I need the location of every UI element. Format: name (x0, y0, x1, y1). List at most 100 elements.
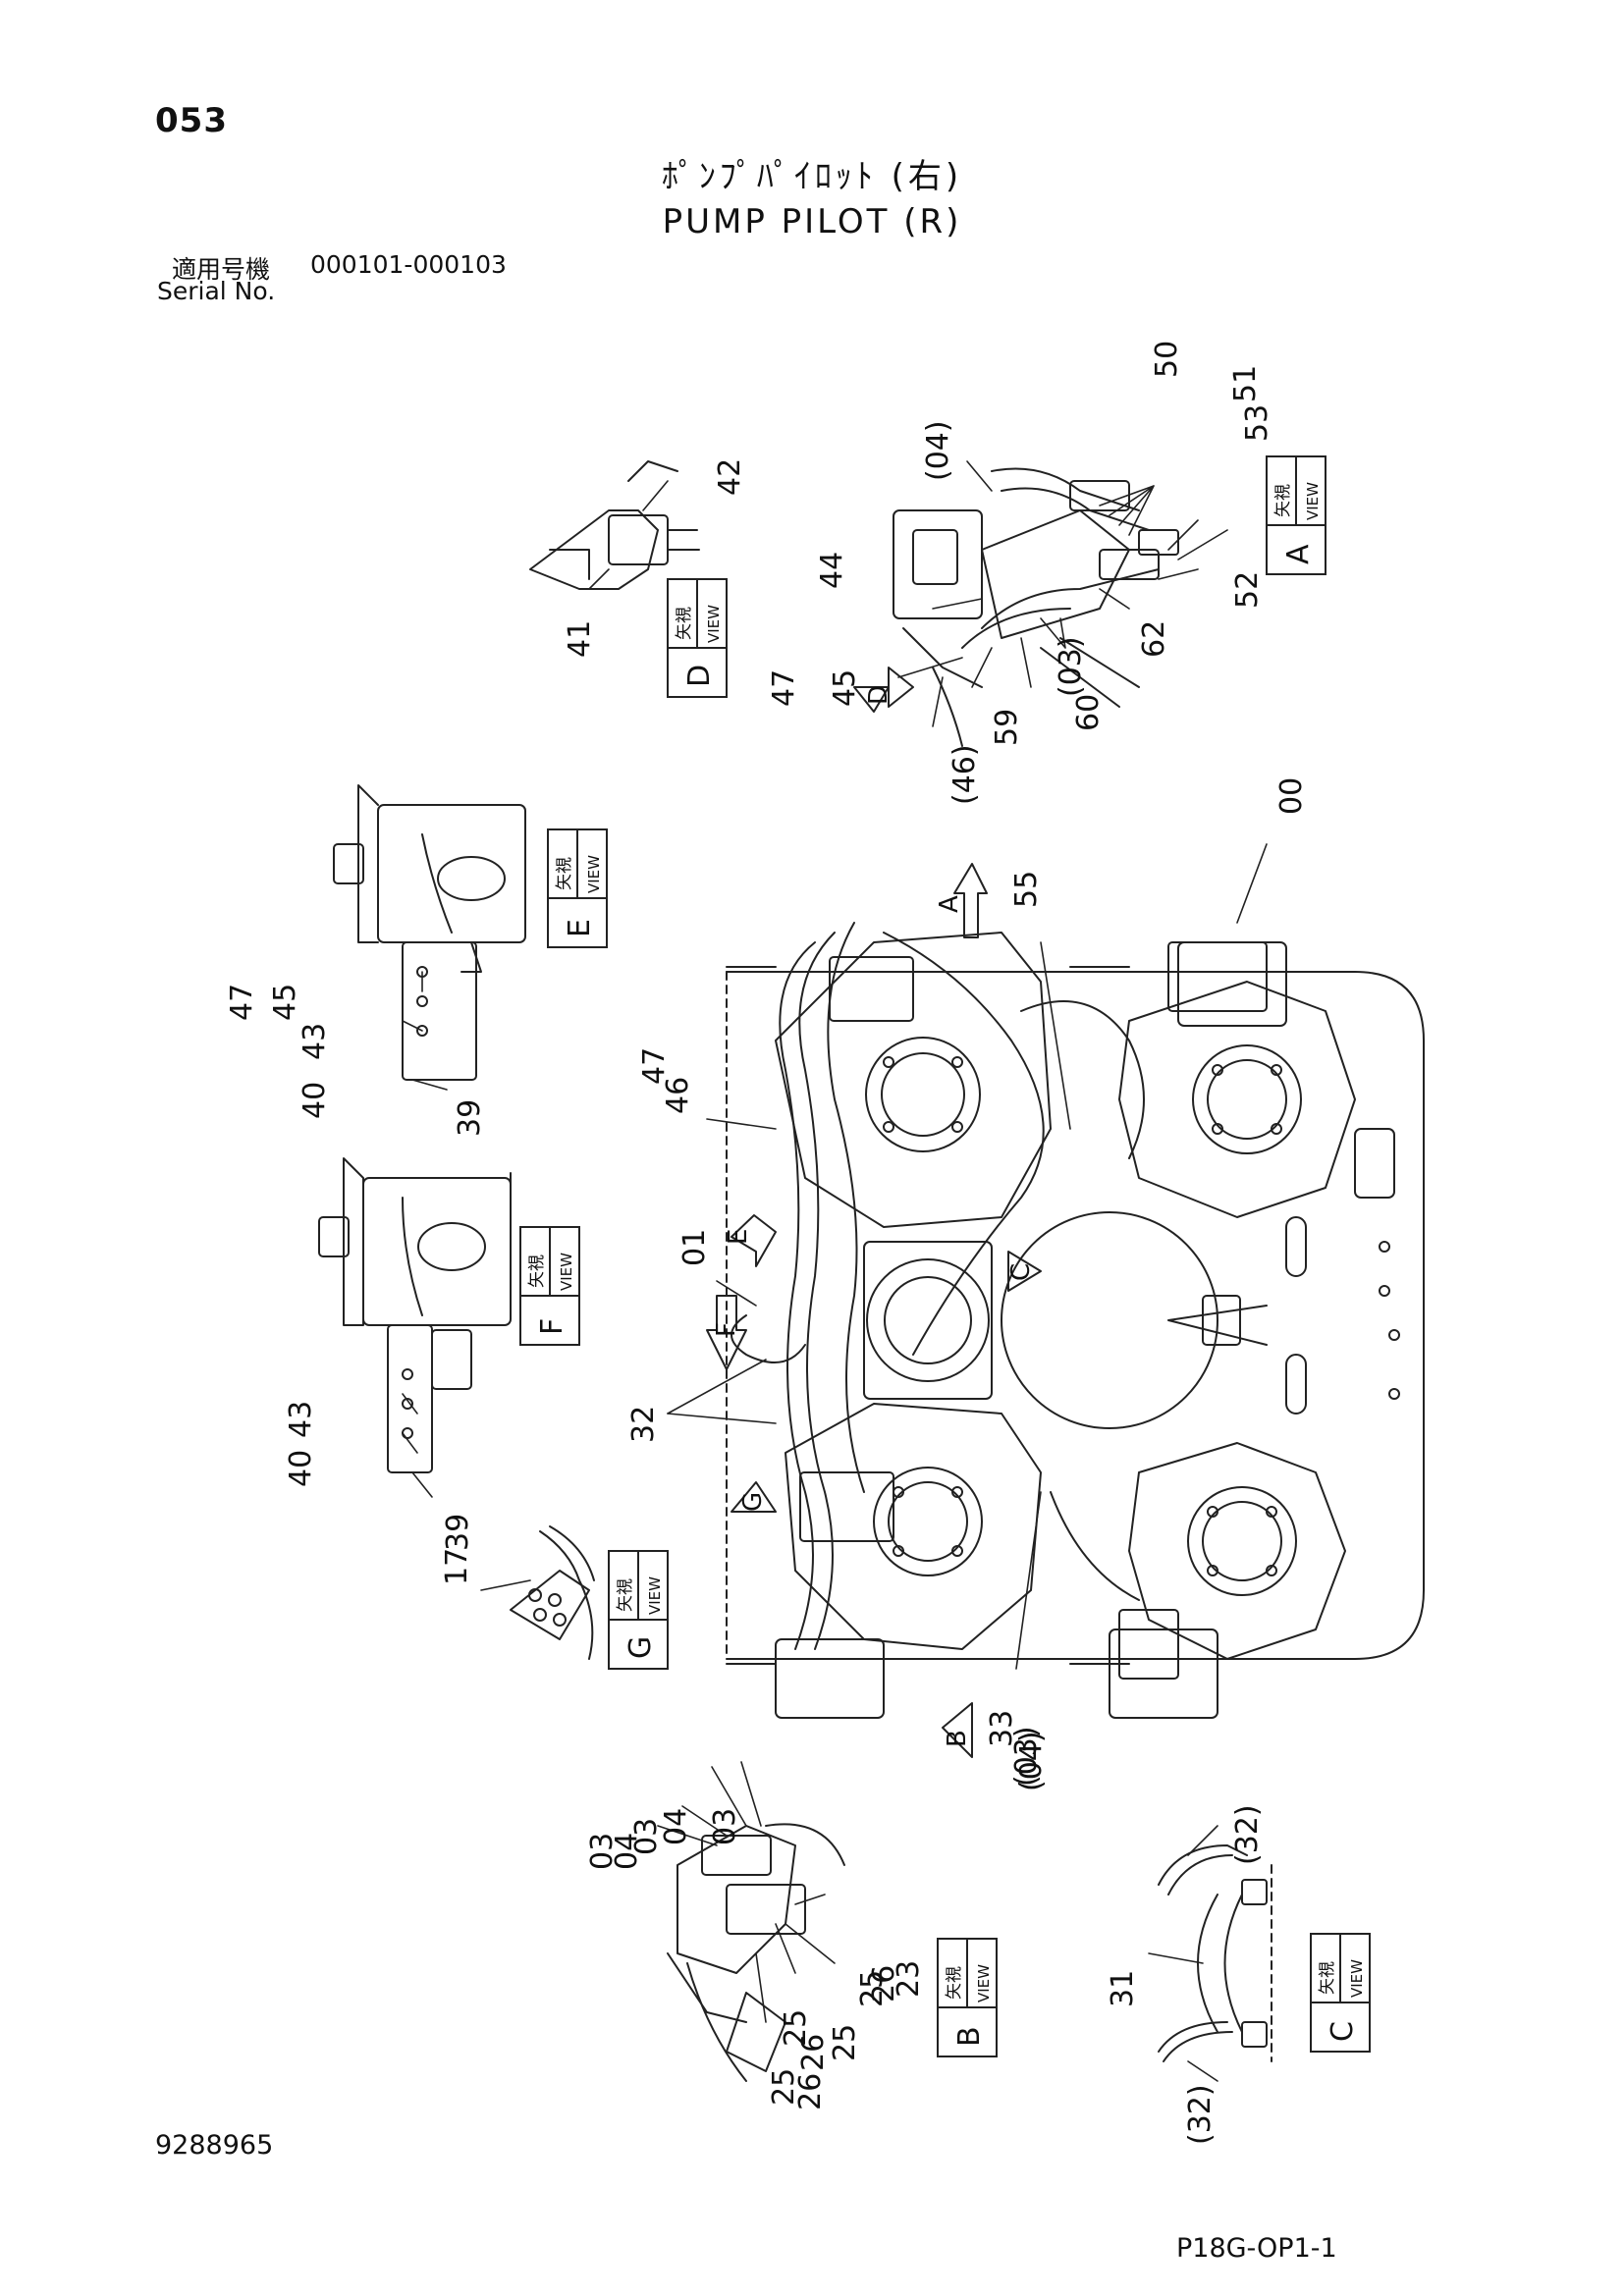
part-label: 44 (815, 552, 849, 589)
direction-arrow-a: A (935, 895, 964, 913)
serial-label-japanese: 適用号機 (172, 255, 271, 284)
part-label: (04) (1014, 1731, 1049, 1791)
view-e-label-box: 矢視 VIEW E (547, 828, 608, 948)
view-c-detail (1158, 1844, 1272, 2062)
part-label: 40 (298, 1082, 332, 1119)
part-label: 25 (779, 2009, 813, 2047)
view-b-label-jp: 矢視 (945, 1966, 964, 2000)
part-label: 39 (453, 1099, 487, 1137)
view-d-label-en: VIEW (705, 605, 723, 643)
part-label: (32) (1230, 1804, 1265, 1865)
page-title-japanese: ﾎﾟﾝﾌﾟﾊﾟｲﾛｯﾄ (右) (661, 157, 963, 196)
part-label: 47 (225, 984, 259, 1021)
direction-arrow-d: D (864, 685, 893, 705)
document-number: 9288965 (155, 2130, 274, 2161)
part-label: 47 (767, 669, 801, 707)
view-a-label-en: VIEW (1304, 482, 1322, 520)
view-d-label-jp: 矢視 (675, 607, 694, 640)
part-label: 45 (828, 669, 862, 707)
part-label: 45 (268, 984, 302, 1021)
part-label: 04 (610, 1833, 644, 1870)
view-e-label-en: VIEW (585, 855, 603, 893)
part-label: 52 (1230, 571, 1265, 609)
view-direction-arrows (706, 667, 1042, 1758)
part-label: 46 (661, 1077, 695, 1114)
view-e-detail (333, 784, 526, 1081)
part-label: 41 (563, 620, 597, 658)
view-f-label-box: 矢視 VIEW F (519, 1226, 580, 1346)
page-code: P18G-OP1-1 (1176, 2233, 1337, 2264)
part-label: 04 (659, 1808, 693, 1845)
view-b-label-box: 矢視 VIEW B (937, 1938, 998, 2057)
part-label: 60 (1071, 694, 1106, 731)
view-a-letter: A (1281, 544, 1316, 564)
direction-arrow-c: C (1006, 1263, 1036, 1281)
view-c-label-jp: 矢視 (1318, 1961, 1337, 1995)
part-label: 51 (1228, 365, 1263, 402)
part-label: 26 (867, 1965, 901, 2002)
part-label: 47 (637, 1047, 672, 1085)
view-c-letter: C (1326, 2021, 1360, 2042)
view-a-label-jp: 矢視 (1273, 484, 1293, 517)
view-c-label-box: 矢視 VIEW C (1310, 1933, 1371, 2053)
view-a-label-box: 矢視 VIEW A (1266, 455, 1326, 575)
part-label: 55 (1009, 871, 1044, 908)
part-label: 59 (990, 709, 1024, 746)
page-title: PUMP PILOT (R) (662, 202, 962, 241)
part-label: 62 (1137, 620, 1171, 658)
part-label: 25 (855, 1970, 890, 2007)
part-label: 50 (1150, 341, 1184, 378)
part-label: 39 (441, 1514, 475, 1551)
direction-arrow-e: E (724, 1229, 753, 1245)
main-pump-assembly (726, 922, 1425, 1719)
part-label: (32) (1183, 2084, 1218, 2145)
direction-arrow-g: G (738, 1492, 768, 1512)
part-label: (04) (921, 420, 955, 481)
view-f-detail (318, 1157, 512, 1473)
part-label: 00 (1274, 777, 1309, 815)
part-label: (46) (947, 744, 982, 805)
part-label: 17 (440, 1548, 474, 1585)
view-g-label-jp: 矢視 (616, 1578, 635, 1612)
view-g-label-en: VIEW (646, 1576, 664, 1615)
view-g-letter: G (623, 1636, 658, 1659)
view-f-letter: F (535, 1318, 569, 1335)
view-g-label-box: 矢視 VIEW G (608, 1550, 669, 1670)
view-g-detail (510, 1525, 595, 1660)
page-number: 053 (155, 101, 228, 140)
part-label: 42 (713, 458, 747, 496)
part-label: 33 (985, 1710, 1019, 1747)
part-label: 32 (626, 1406, 661, 1443)
part-label: 40 (284, 1450, 318, 1487)
part-label: 03 (585, 1833, 620, 1870)
part-label: 31 (1106, 1970, 1140, 2007)
serial-range: 000101-000103 (310, 250, 507, 279)
part-label: 03 (629, 1818, 664, 1855)
part-label: 26 (793, 2073, 828, 2110)
direction-arrow-f: F (712, 1322, 741, 1337)
part-label: (03) (1054, 636, 1088, 697)
view-e-label-jp: 矢視 (555, 857, 574, 890)
view-f-label-jp: 矢視 (527, 1255, 547, 1288)
view-e-letter: E (563, 919, 597, 937)
part-label: 25 (767, 2068, 801, 2106)
view-f-label-en: VIEW (558, 1253, 575, 1291)
part-label: 03 (708, 1808, 742, 1845)
direction-arrow-b: B (943, 1730, 972, 1747)
serial-label: Serial No. (157, 277, 276, 305)
view-b-label-en: VIEW (975, 1964, 993, 2002)
part-label: 01 (677, 1229, 712, 1266)
part-label: 23 (892, 1960, 926, 1998)
leader-lines (402, 460, 1268, 2082)
view-c-label-en: VIEW (1348, 1959, 1366, 1998)
view-d-detail (529, 460, 700, 590)
part-label: 43 (298, 1023, 332, 1060)
part-label: 25 (828, 2024, 862, 2061)
part-label: 43 (284, 1401, 318, 1438)
view-a-detail (893, 467, 1179, 747)
part-label: 53 (1240, 404, 1274, 442)
view-b-letter: B (952, 2026, 987, 2047)
part-label: (03) (1009, 1726, 1044, 1787)
